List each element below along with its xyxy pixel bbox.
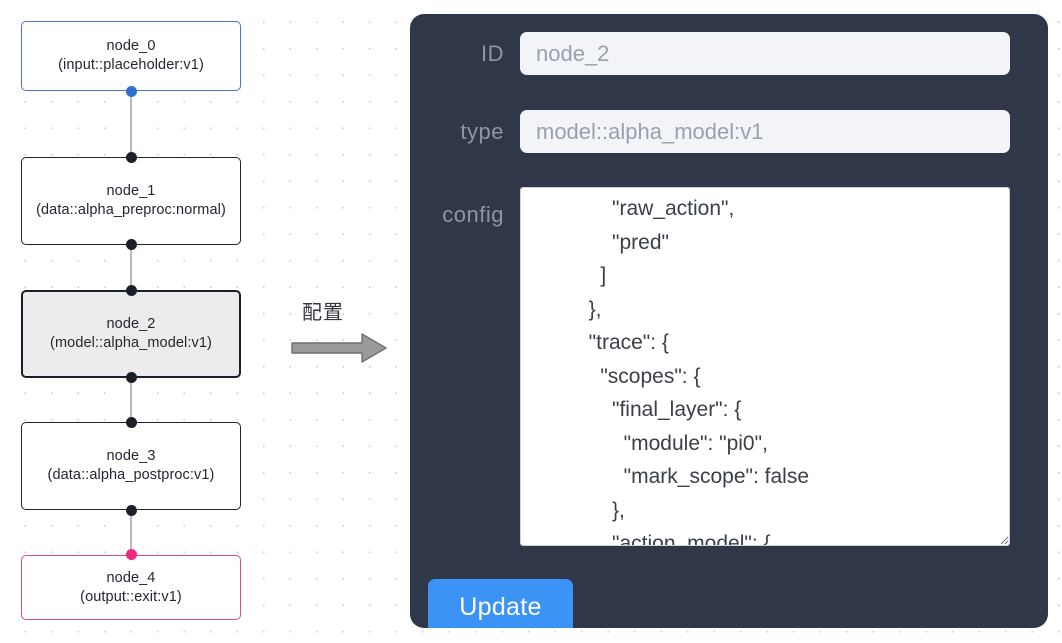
node-handle-target-node_4[interactable] <box>125 549 137 560</box>
field-row-id: ID <box>410 32 1010 75</box>
type-field-label: type <box>460 118 504 144</box>
graph-node-label: node_2 (model::alpha_model:v1) <box>50 316 212 351</box>
graph-node-node_2[interactable]: node_2 (model::alpha_model:v1) <box>21 290 241 378</box>
node-handle-target-node_1[interactable] <box>125 152 137 163</box>
flow-annotation: 配置 <box>290 296 400 366</box>
edge-node2-node3 <box>130 376 132 420</box>
graph-node-label: node_0 (input::placeholder:v1) <box>58 38 204 73</box>
id-field-label: ID <box>481 40 504 66</box>
graph-canvas[interactable]: node_0 (input::placeholder:v1) node_1 (d… <box>0 0 400 643</box>
config-field-label: config <box>442 202 504 227</box>
field-row-type: type <box>410 110 1010 153</box>
node-handle-source-node_1[interactable] <box>125 239 137 250</box>
flow-caption-label: 配置 <box>302 300 344 324</box>
graph-node-label: node_4 (output::exit:v1) <box>80 569 182 605</box>
node-handle-target-node_3[interactable] <box>125 417 137 428</box>
node-handle-source-node_3[interactable] <box>125 505 137 516</box>
edge-node0-node1 <box>130 91 132 157</box>
edge-node3-node4 <box>130 510 132 553</box>
id-input[interactable] <box>520 32 1010 75</box>
node-inspector-panel: ID type config "raw_action", "pred" ] },… <box>410 14 1048 628</box>
node-handle-source-node_2[interactable] <box>125 372 137 383</box>
graph-node-node_1[interactable]: node_1 (data::alpha_preproc:normal) <box>21 157 241 245</box>
graph-node-label: node_3 (data::alpha_postproc:v1) <box>47 448 215 483</box>
node-handle-target-node_2[interactable] <box>125 285 137 296</box>
node-handle-source-node_0[interactable] <box>125 86 137 97</box>
update-button[interactable]: Update <box>428 579 573 628</box>
edge-node1-node2 <box>130 244 132 290</box>
type-input[interactable] <box>520 110 1010 153</box>
config-textarea[interactable]: "raw_action", "pred" ] }, "trace": { "sc… <box>520 187 1010 546</box>
graph-node-node_3[interactable]: node_3 (data::alpha_postproc:v1) <box>21 422 241 510</box>
graph-node-node_0[interactable]: node_0 (input::placeholder:v1) <box>21 21 241 91</box>
arrow-right-icon <box>291 333 387 363</box>
field-row-config: config "raw_action", "pred" ] }, "trace"… <box>410 187 1010 546</box>
graph-node-node_4[interactable]: node_4 (output::exit:v1) <box>21 555 241 620</box>
graph-node-label: node_1 (data::alpha_preproc:normal) <box>36 183 226 218</box>
